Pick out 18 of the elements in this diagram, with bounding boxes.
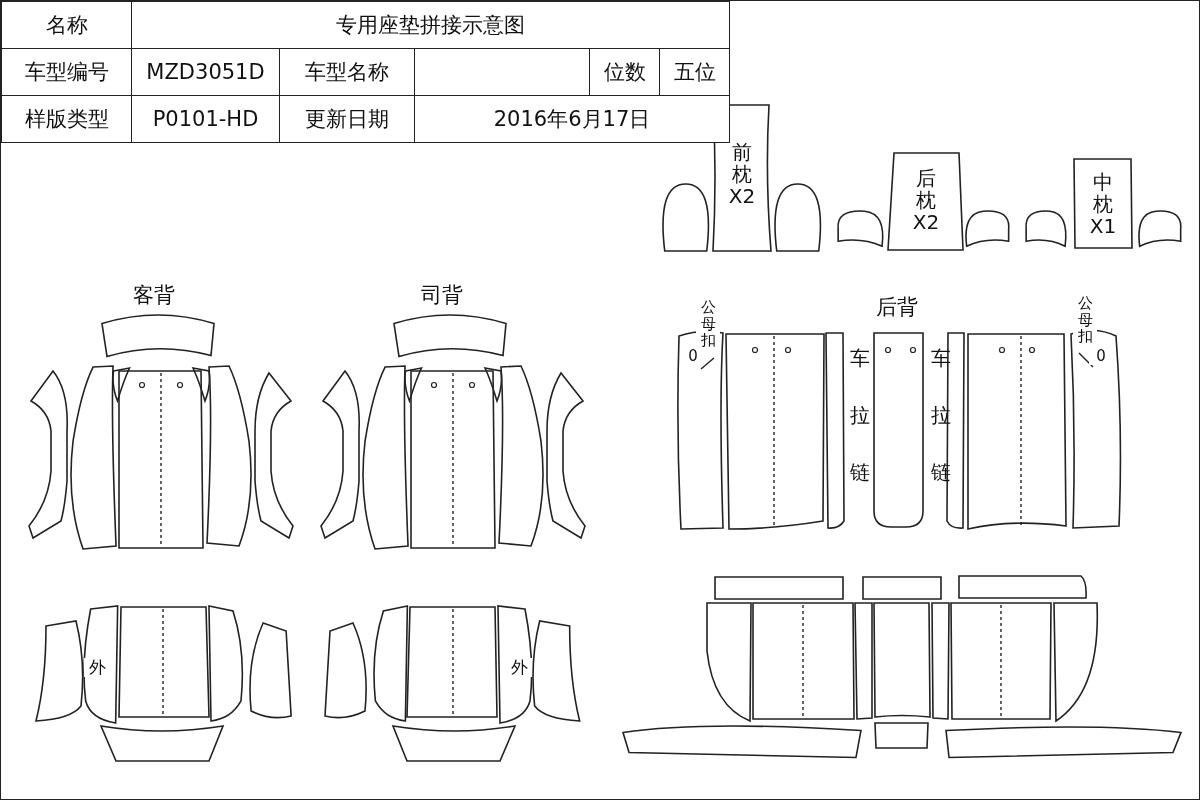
- field-name: 名称: [1, 1, 132, 49]
- field-value: 五位: [659, 48, 730, 96]
- section-heading: 客背: [133, 282, 175, 309]
- field-value: MZD3051D: [131, 48, 280, 96]
- section-heading: 后背: [876, 294, 918, 321]
- zipper-note: 车拉链: [928, 331, 954, 505]
- field-name: 车型编号: [1, 48, 132, 96]
- field-name: 样版类型: [1, 95, 132, 143]
- zipper-note: 车拉链: [847, 331, 873, 505]
- field-name: 位数: [589, 48, 660, 96]
- field-value: P0101-HD: [131, 95, 280, 143]
- piece-label: 公母扣: [696, 299, 720, 349]
- piece-label: 公母扣: [1073, 295, 1097, 345]
- section-heading: 司背: [421, 282, 463, 309]
- field-name: 车型名称: [279, 48, 415, 96]
- field-name: 更新日期: [279, 95, 415, 143]
- sheet-title: 专用座垫拼接示意图: [131, 1, 730, 49]
- field-value: 2016年6月17日: [414, 95, 730, 143]
